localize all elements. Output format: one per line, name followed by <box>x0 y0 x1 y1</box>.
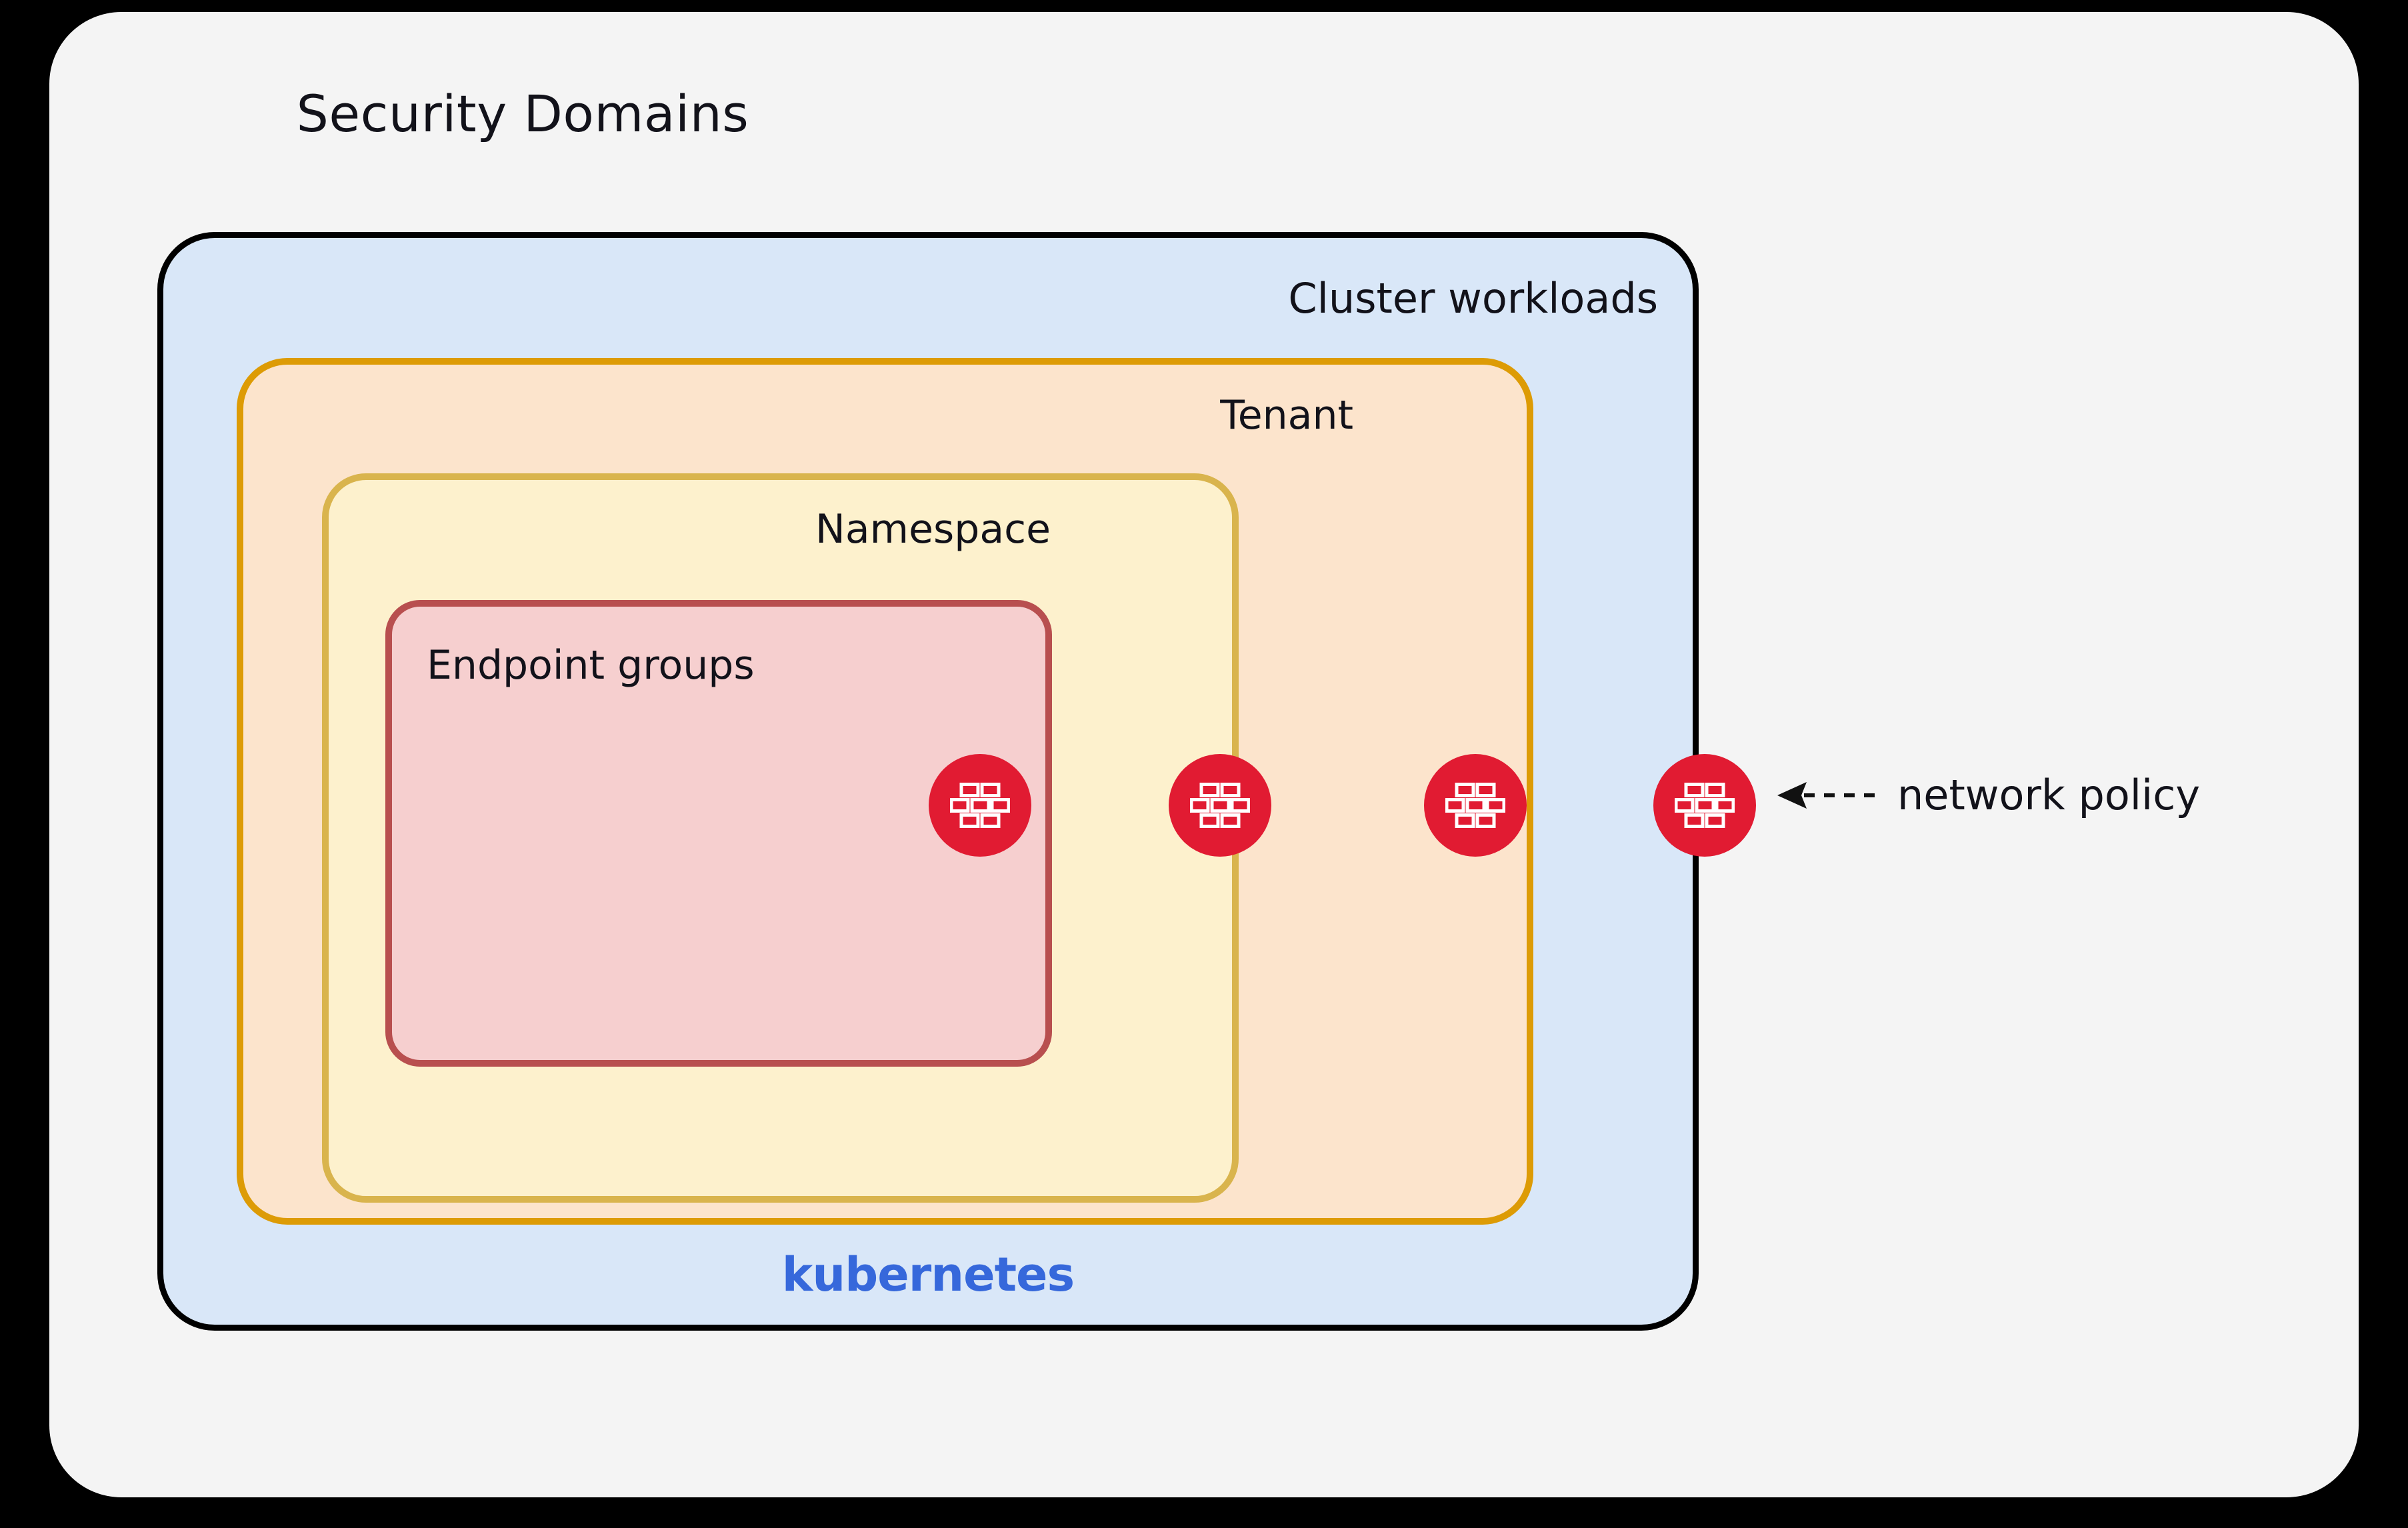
tenant-label: Tenant <box>1220 392 1353 439</box>
security-domains-panel: Security Domains Cluster workloads kuber… <box>49 12 2359 1497</box>
cluster-workloads-box: Cluster workloads kubernetes Tenant Name… <box>157 232 1699 1331</box>
kubernetes-logo-label: kubernetes <box>781 1247 1075 1302</box>
cluster-workloads-label: Cluster workloads <box>1288 274 1658 323</box>
security-domains-label: Security Domains <box>296 84 749 143</box>
firewall-brick-icon-tenant[interactable] <box>1424 754 1527 857</box>
network-policy-annotation: network policy <box>1773 775 2200 816</box>
firewall-brick-icon-cluster-workloads[interactable] <box>1653 754 1756 857</box>
namespace-label: Namespace <box>815 506 1051 553</box>
tenant-box: Tenant Namespace Endpoint groups <box>237 358 1533 1225</box>
endpoint-groups-label: Endpoint groups <box>427 642 755 689</box>
firewall-brick-icon-namespace[interactable] <box>1169 754 1271 857</box>
dashed-arrow-left-icon <box>1773 775 1880 815</box>
namespace-box: Namespace Endpoint groups <box>322 473 1239 1203</box>
network-policy-label: network policy <box>1897 771 2201 819</box>
firewall-brick-icon-endpoint-groups[interactable] <box>929 754 1031 857</box>
